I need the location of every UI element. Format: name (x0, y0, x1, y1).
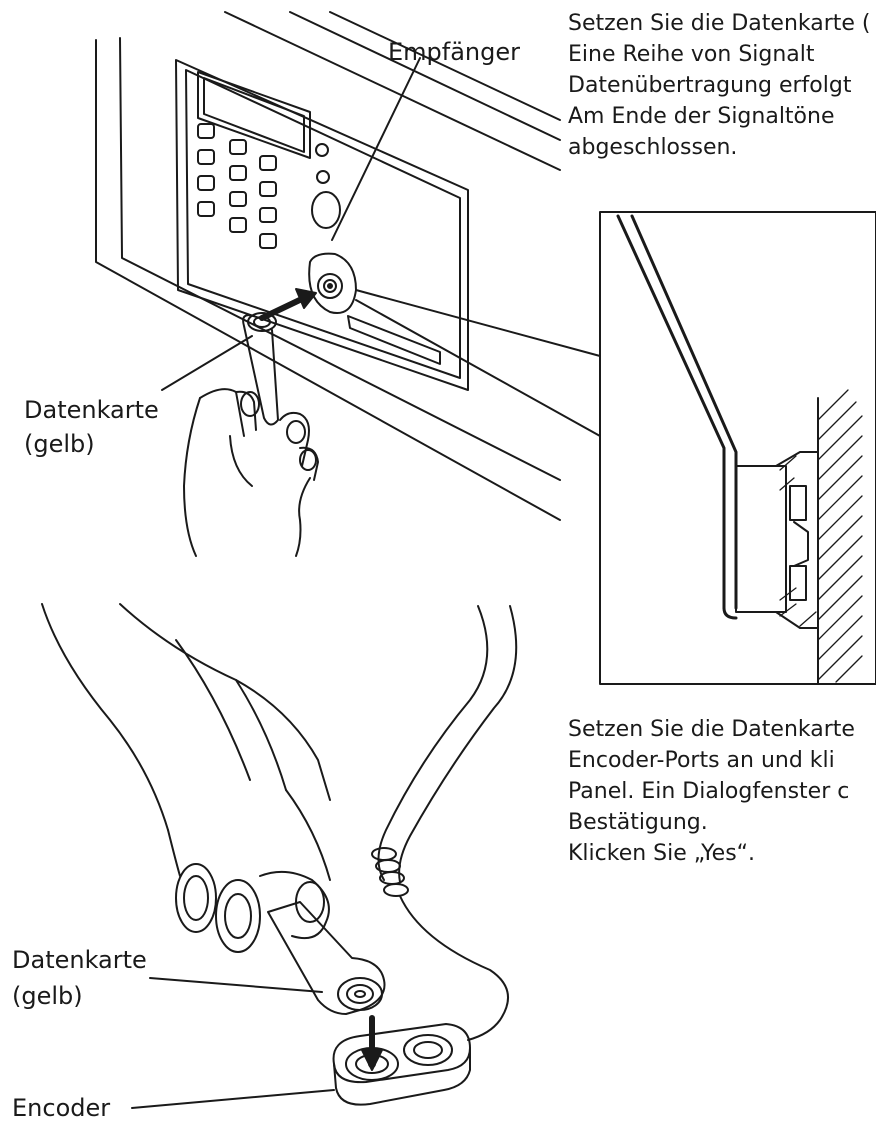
instruction-line: Am Ende der Signaltöne (568, 104, 835, 129)
callout-lines (355, 289, 601, 437)
receiver-label: Empfänger (388, 38, 521, 66)
instruction-line: Panel. Ein Dialogfenster c (568, 779, 850, 804)
hand-with-card-bottom (41, 603, 331, 953)
instruction-line: Bestätigung. (568, 810, 708, 835)
instruction-line: Klicken Sie „Yes“. (568, 841, 756, 866)
card-bottom-leader (149, 977, 323, 993)
card-label-top: Datenkarte (24, 396, 159, 424)
keypad (197, 123, 277, 249)
hand-with-card-top (183, 312, 319, 557)
instruction-line: Datenübertragung erfolgt (568, 73, 852, 98)
card-label-bottom: Datenkarte (12, 946, 147, 974)
data-card-bottom (267, 901, 386, 1015)
instruction-line: Setzen Sie die Datenkarte ( (568, 11, 871, 36)
encoder-cable (371, 605, 518, 1041)
instruction-line: Setzen Sie die Datenkarte (568, 717, 855, 742)
encoder-label: Encoder (12, 1094, 111, 1122)
insert-arrow-bottom (361, 1015, 383, 1071)
card-color-label-top: (gelb) (24, 430, 95, 458)
instructions-top: Setzen Sie die Datenkarte ( Eine Reihe v… (568, 8, 876, 163)
detail-cross-section (599, 211, 876, 685)
encoder-device (332, 1023, 471, 1106)
instruction-line: Eine Reihe von Signalt (568, 42, 815, 67)
card-color-label-bottom: (gelb) (12, 982, 83, 1010)
card-top-leader (161, 335, 253, 391)
instruction-line: abgeschlossen. (568, 135, 738, 160)
instruction-line: Encoder-Ports an und kli (568, 748, 835, 773)
encoder-leader (131, 1089, 335, 1109)
instructions-bottom: Setzen Sie die Datenkarte Encoder-Ports … (568, 714, 876, 869)
safe-door-illustration (95, 11, 561, 521)
